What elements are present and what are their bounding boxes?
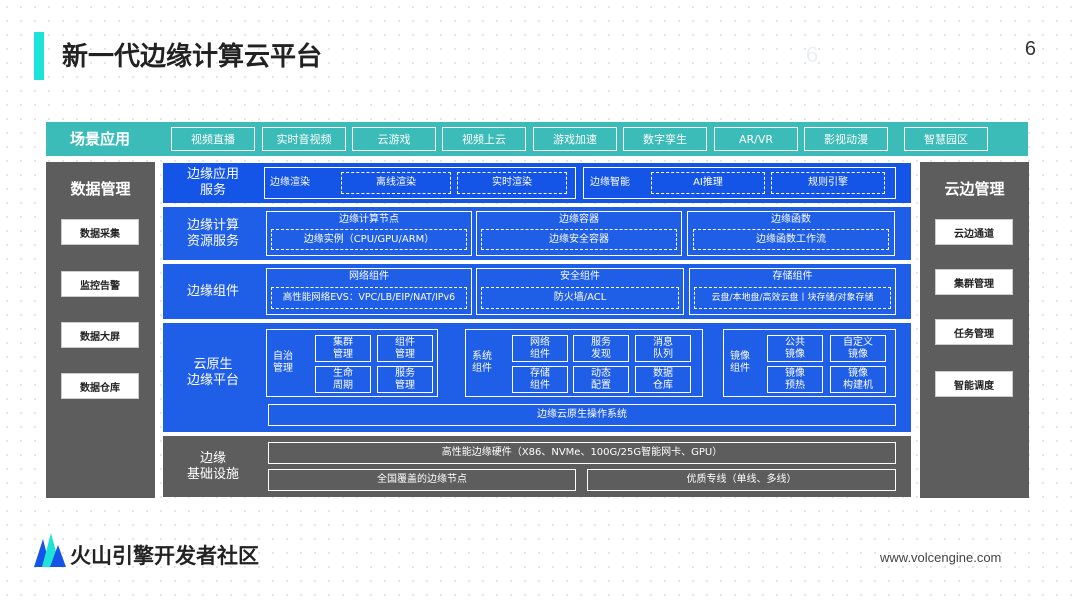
scene-chip: 数字孪生	[623, 127, 707, 151]
image-group-title: 镜像 组件	[730, 351, 750, 374]
compute-group-item: 边缘函数工作流	[693, 229, 889, 250]
page-title: 新一代边缘计算云平台	[62, 42, 323, 72]
cloud-edge-panel: 云边管理 云边通道 集群管理 任务管理 智能调度	[920, 162, 1029, 498]
compute-group-title: 边缘函数	[771, 214, 811, 225]
autonomy-item: 服务 管理	[377, 366, 433, 393]
scene-chip: 游戏加速	[533, 127, 617, 151]
ai-label: 边缘智能	[590, 177, 630, 188]
layer-components	[163, 264, 911, 319]
autonomy-item: 生命 周期	[315, 366, 371, 393]
autonomy-group	[266, 329, 438, 397]
system-item: 网络 组件	[512, 335, 568, 362]
layer-infrastructure-label: 边缘 基础设施	[186, 450, 239, 482]
render-item: 实时渲染	[457, 172, 567, 194]
title-accent-bar	[34, 32, 44, 80]
brand-name: 火山引擎开发者社区	[70, 544, 259, 568]
cloud-edge-item: 任务管理	[935, 319, 1013, 345]
component-group-item: 高性能网络EVS：VPC/LB/EIP/NAT/IPv6	[271, 287, 467, 309]
system-group-title: 系统 组件	[472, 351, 492, 374]
ai-item: AI推理	[651, 172, 765, 194]
scene-chip: 智慧园区	[904, 127, 988, 151]
scene-chip: AR/VR	[714, 127, 798, 151]
autonomy-item: 组件 管理	[377, 335, 433, 362]
component-group-item: 防火墙/ACL	[481, 287, 679, 309]
edge-os-bar: 边缘云原生操作系统	[268, 404, 896, 426]
component-group-title: 存储组件	[772, 271, 813, 282]
ghost-page-number: 6	[806, 42, 819, 67]
layer-app-service-label: 边缘应用 服务	[186, 167, 239, 198]
data-management-item: 数据采集	[61, 219, 139, 245]
scene-label: 场景应用	[70, 130, 131, 148]
component-group	[476, 268, 684, 315]
system-item: 数据 仓库	[635, 366, 691, 393]
cloud-edge-item: 云边通道	[935, 219, 1013, 245]
render-box	[264, 167, 576, 199]
data-management-item: 数据大屏	[61, 322, 139, 348]
cloud-edge-title: 云边管理	[944, 180, 1005, 198]
data-management-panel: 数据管理 数据采集 监控告警 数据大屏 数据仓库	[46, 162, 155, 498]
cloud-edge-item: 智能调度	[935, 371, 1013, 397]
image-item: 公共 镜像	[767, 335, 823, 362]
system-group	[465, 329, 703, 397]
ai-item: 规则引擎	[771, 172, 885, 194]
scene-chip: 视频上云	[442, 127, 526, 151]
render-label: 边缘渲染	[270, 177, 310, 188]
render-item: 离线渲染	[341, 172, 451, 194]
scene-chip: 影视动漫	[804, 127, 888, 151]
image-item: 自定义 镜像	[830, 335, 886, 362]
component-group-item: 云盘/本地盘/高效云盘丨块存储/对象存储	[694, 287, 891, 309]
data-management-title: 数据管理	[70, 180, 131, 198]
dedicated-lines-bar: 优质专线（单线、多线）	[587, 469, 896, 491]
system-item: 服务 发现	[573, 335, 629, 362]
system-item: 消息 队列	[635, 335, 691, 362]
volcano-logo-icon	[34, 531, 66, 567]
layer-components-label: 边缘组件	[186, 283, 239, 299]
data-management-item: 监控告警	[61, 271, 139, 297]
data-management-item: 数据仓库	[61, 373, 139, 399]
footer-url[interactable]: www.volcengine.com	[880, 550, 1002, 565]
ai-box	[583, 167, 896, 199]
scene-chip: 云游戏	[352, 127, 436, 151]
layer-compute	[163, 207, 911, 260]
component-group-title: 安全组件	[560, 271, 600, 282]
hardware-bar: 高性能边缘硬件（X86、NVMe、100G/25G智能网卡、GPU）	[268, 442, 896, 464]
autonomy-group-title: 自治 管理	[273, 351, 293, 374]
system-item: 动态 配置	[573, 366, 629, 393]
image-item: 镜像 构建机	[830, 366, 886, 393]
layer-infrastructure	[163, 436, 911, 497]
component-group-title: 网络组件	[349, 271, 389, 282]
system-item: 存储 组件	[512, 366, 568, 393]
image-group	[723, 329, 896, 397]
compute-group-title: 边缘计算节点	[339, 214, 399, 225]
image-item: 镜像 预热	[767, 366, 823, 393]
edge-nodes-bar: 全国覆盖的边缘节点	[268, 469, 576, 491]
page-number: 6	[1024, 38, 1036, 60]
compute-group-title: 边缘容器	[559, 214, 599, 225]
layer-compute-label: 边缘计算 资源服务	[186, 217, 239, 249]
compute-group-item: 边缘安全容器	[481, 229, 677, 250]
layer-cloud-native-label: 云原生 边缘平台	[186, 357, 239, 388]
compute-group	[476, 211, 682, 256]
component-group	[266, 268, 472, 315]
compute-group	[687, 211, 895, 256]
scene-chip: 实时音视频	[262, 127, 346, 151]
autonomy-item: 集群 管理	[315, 335, 371, 362]
layer-cloud-native	[163, 323, 911, 432]
compute-group	[266, 211, 472, 256]
layer-app-service	[163, 163, 911, 203]
scene-chip: 视频直播	[171, 127, 255, 151]
component-group	[689, 268, 896, 315]
cloud-edge-item: 集群管理	[935, 269, 1013, 295]
compute-group-item: 边缘实例（CPU/GPU/ARM）	[271, 229, 467, 250]
